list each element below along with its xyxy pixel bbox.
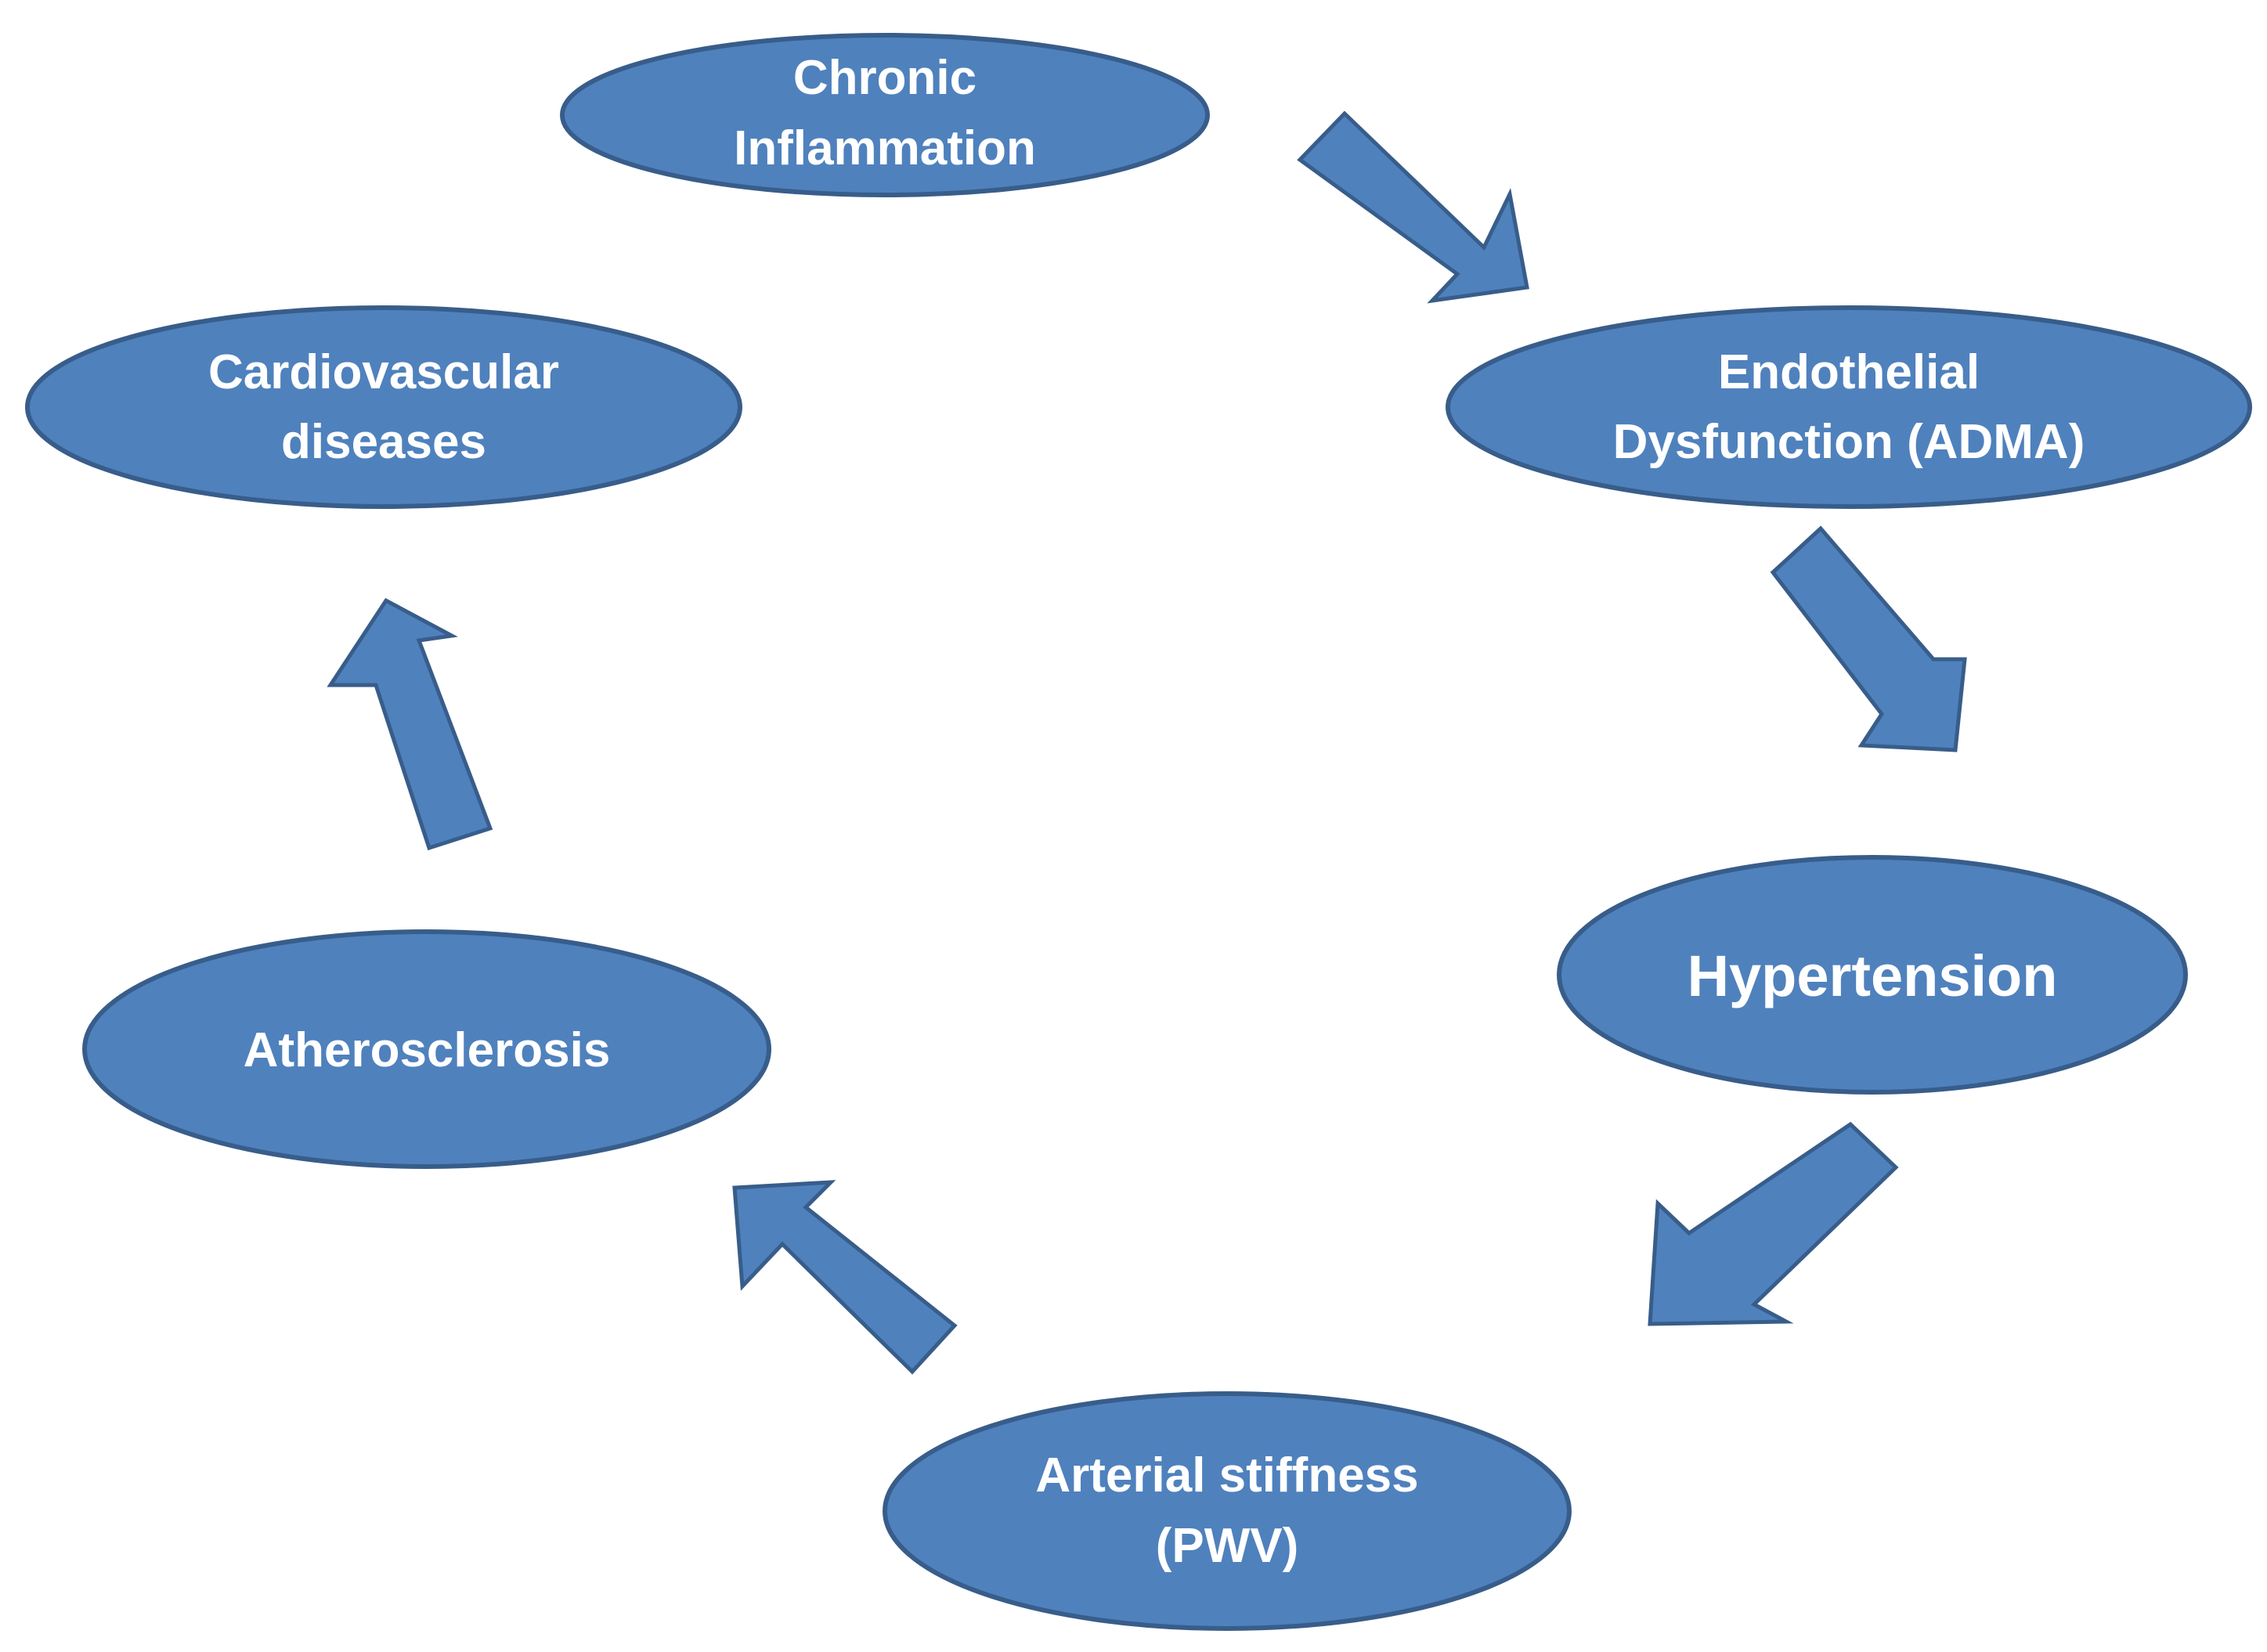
node-arterial-stiffness-label-line2: (PWV) xyxy=(1156,1519,1299,1573)
node-hypertension-label: Hypertension xyxy=(1688,943,2058,1008)
arrow-atherosclerosis-to-cardiovascular xyxy=(327,597,493,851)
node-arterial-stiffness: Arterial stiffness (PWV) xyxy=(883,1391,1572,1631)
node-endothelial-dysfunction: Endothelial Dysfunction (ADMA) xyxy=(1446,305,2252,509)
node-atherosclerosis-label: Atherosclerosis xyxy=(244,1023,611,1077)
node-chronic-inflammation-ellipse xyxy=(560,33,1210,197)
node-arterial-stiffness-label-line1: Arterial stiffness xyxy=(1035,1448,1418,1502)
node-arterial-stiffness-ellipse xyxy=(883,1391,1572,1631)
node-cardiovascular-diseases: Cardiovascular diseases xyxy=(25,305,742,509)
node-hypertension: Hypertension xyxy=(1557,855,2188,1095)
node-cardiovascular-diseases-ellipse xyxy=(25,305,742,509)
arrow-arterial-stiffness-to-atherosclerosis xyxy=(732,1180,958,1375)
arrow-inflammation-to-endothelial xyxy=(1297,110,1529,304)
node-endothelial-dysfunction-ellipse xyxy=(1446,305,2252,509)
node-cardiovascular-diseases-label-line2: diseases xyxy=(281,415,486,469)
node-hypertension-ellipse xyxy=(1557,855,2188,1095)
node-chronic-inflammation-label-line2: Inflammation xyxy=(734,121,1036,175)
node-endothelial-dysfunction-label-line1: Endothelial xyxy=(1718,345,1980,399)
node-chronic-inflammation: Chronic Inflammation xyxy=(560,33,1210,197)
arrow-endothelial-to-hypertension xyxy=(1770,525,1967,752)
node-chronic-inflammation-label-line1: Chronic xyxy=(793,51,976,105)
node-endothelial-dysfunction-label-line2: Dysfunction (ADMA) xyxy=(1613,415,2085,469)
node-atherosclerosis-ellipse xyxy=(82,929,771,1169)
node-cardiovascular-diseases-label-line1: Cardiovascular xyxy=(208,345,559,399)
node-atherosclerosis: Atherosclerosis xyxy=(82,929,771,1169)
arrow-hypertension-to-arterial-stiffness xyxy=(1648,1121,1899,1326)
